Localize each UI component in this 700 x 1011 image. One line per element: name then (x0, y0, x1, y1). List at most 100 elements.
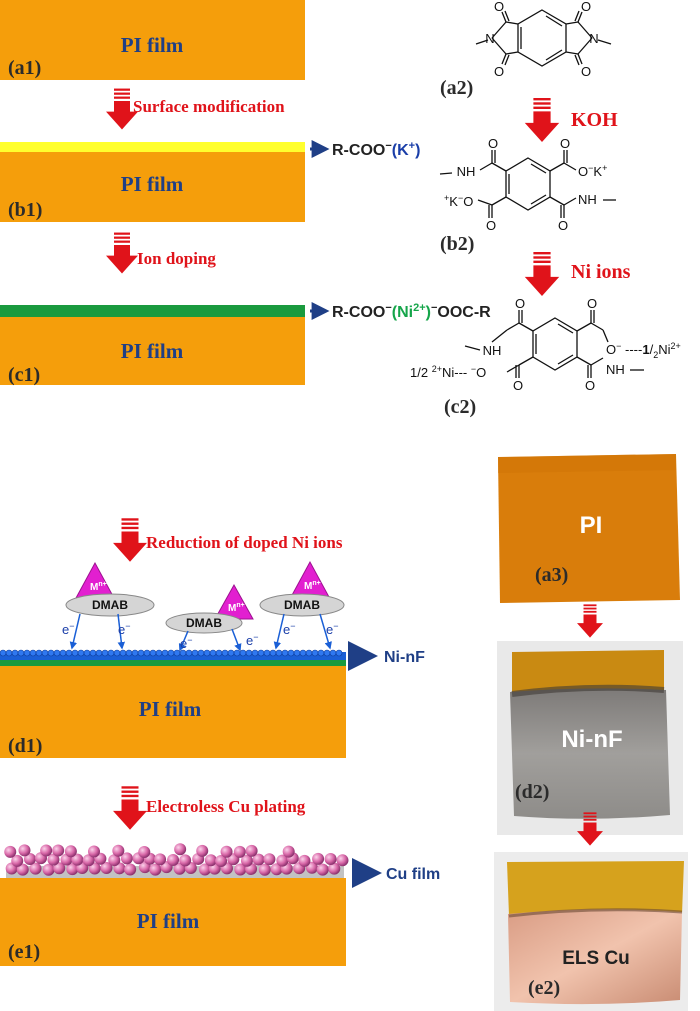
ni-particles (0, 649, 343, 657)
cu-particle (234, 863, 247, 876)
photo-label-a3: PI (580, 512, 603, 539)
electron-labels: e− e− e− e− e− e− (62, 621, 339, 651)
ni-particle (59, 649, 67, 657)
cu-particle (82, 854, 95, 867)
electron-arrow (231, 628, 242, 652)
cu-particle (245, 844, 258, 857)
atom-o: O (581, 64, 591, 79)
photo-label-e2: ELS Cu (562, 948, 630, 969)
ni-particle (71, 649, 79, 657)
ni-particle (125, 649, 133, 657)
ni-particle (191, 649, 199, 657)
panel-c1: PI film (c1) R-COO−(Ni2+)−OOC-R (0, 302, 491, 386)
cu-particle (29, 862, 42, 875)
photo-e2: ELS Cu (e2) (494, 852, 688, 1011)
panel-tag-c2: (c2) (444, 396, 476, 418)
step-koh: KOH (571, 109, 618, 131)
dmab-ellipse (259, 593, 345, 617)
photo-d2: Ni-nF (d2) (497, 641, 683, 835)
ni-particle (143, 649, 151, 657)
metal-ion-label: Mn+ (304, 580, 321, 592)
cu-particle (18, 844, 31, 857)
electron-arrows (69, 613, 332, 652)
cu-particle (71, 853, 84, 866)
atom-o: O (560, 136, 570, 151)
nh-group: NH (606, 362, 625, 377)
ni-particle (197, 649, 205, 657)
red-arrow-icon (577, 604, 603, 638)
ni-particle (263, 649, 271, 657)
cu-particle (88, 845, 101, 858)
pi-sheet-photo (498, 454, 680, 603)
carboxylate-ni-left: 1/2 2+Ni--- −O (410, 364, 486, 380)
atom-o: O (515, 296, 525, 311)
cu-particle (204, 854, 217, 867)
electron-label: e− (326, 621, 339, 637)
ni-particle (77, 649, 85, 657)
cu-particle (88, 862, 101, 875)
cu-particle (198, 863, 211, 876)
step-electroless: Electroless Cu plating (146, 797, 306, 816)
ni-particle (89, 649, 97, 657)
ni-particle (23, 649, 31, 657)
layer-label-b1: R-COO−(K+) (332, 140, 420, 159)
cu-particle (174, 843, 187, 856)
ni-particle (0, 649, 7, 657)
pi-film-label-e1: PI film (137, 909, 200, 933)
ni-particle (53, 649, 61, 657)
structure-c2: O NH O O− ----1/2Ni2+ O 1/2 2+Ni--- −O O… (410, 296, 681, 393)
ni-particle (311, 649, 319, 657)
ni-particle (275, 649, 283, 657)
cu-particle (298, 854, 311, 867)
nh-group: NH (483, 343, 502, 358)
ni-particle (47, 649, 55, 657)
structure-b2: O NH O O−K+ O +K−O O NH (439, 136, 616, 233)
panel-tag-c1: (c1) (8, 364, 40, 386)
cu-particle (120, 852, 133, 865)
ni-particle (215, 649, 223, 657)
cu-particle (11, 854, 24, 867)
ni-particle (173, 649, 181, 657)
electron-arrow (319, 613, 332, 650)
ni-coated-sheet-photo (510, 688, 670, 819)
step-reduction: Reduction of doped Ni ions (146, 533, 343, 552)
cu-particle (324, 853, 337, 866)
pi-film-d1 (0, 666, 346, 758)
electron-label: e− (118, 621, 131, 637)
ni-particle (155, 649, 163, 657)
ni-particle (251, 649, 259, 657)
dmab-carrier: Mn+ DMAB (165, 583, 254, 634)
cu-particle (215, 854, 228, 867)
ni-particle (227, 649, 235, 657)
cu-particle (100, 861, 113, 874)
dmab-label: DMAB (284, 598, 320, 612)
cu-particle (66, 863, 79, 876)
atom-o: O (488, 136, 498, 151)
red-arrow-icon (106, 232, 138, 274)
panel-tag-e2: (e2) (528, 977, 560, 999)
metal-ion-label: Mn+ (90, 581, 107, 593)
structure-a2: O O N O O N (475, 0, 612, 79)
panel-d1: Mn+ DMAB Mn+ DMAB Mn+ DMAB e− e− (0, 560, 425, 758)
cu-particle (23, 852, 36, 865)
cu-particle (149, 863, 162, 876)
red-arrow-icon (524, 252, 560, 296)
ni-particle (329, 649, 337, 657)
panel-tag-a1: (a1) (8, 57, 41, 79)
nh-group: NH (578, 192, 597, 207)
panel-tag-a2: (a2) (440, 77, 473, 99)
ni-particle (281, 649, 289, 657)
ni-particle (149, 649, 157, 657)
ni-particle (11, 649, 19, 657)
layer-label-d1: Ni-nF (384, 649, 425, 666)
ni-nanofilm-layer-d1 (0, 652, 346, 660)
cu-particle (53, 862, 66, 875)
ni-particle (323, 649, 331, 657)
modified-layer-b1 (0, 142, 305, 152)
layer-label-c1: R-COO−(Ni2+)−OOC-R (332, 302, 491, 321)
dmab-label: DMAB (186, 616, 222, 630)
ni-particle (83, 649, 91, 657)
ni-particle (65, 649, 73, 657)
electron-arrow (178, 630, 189, 652)
atom-o: O (587, 296, 597, 311)
